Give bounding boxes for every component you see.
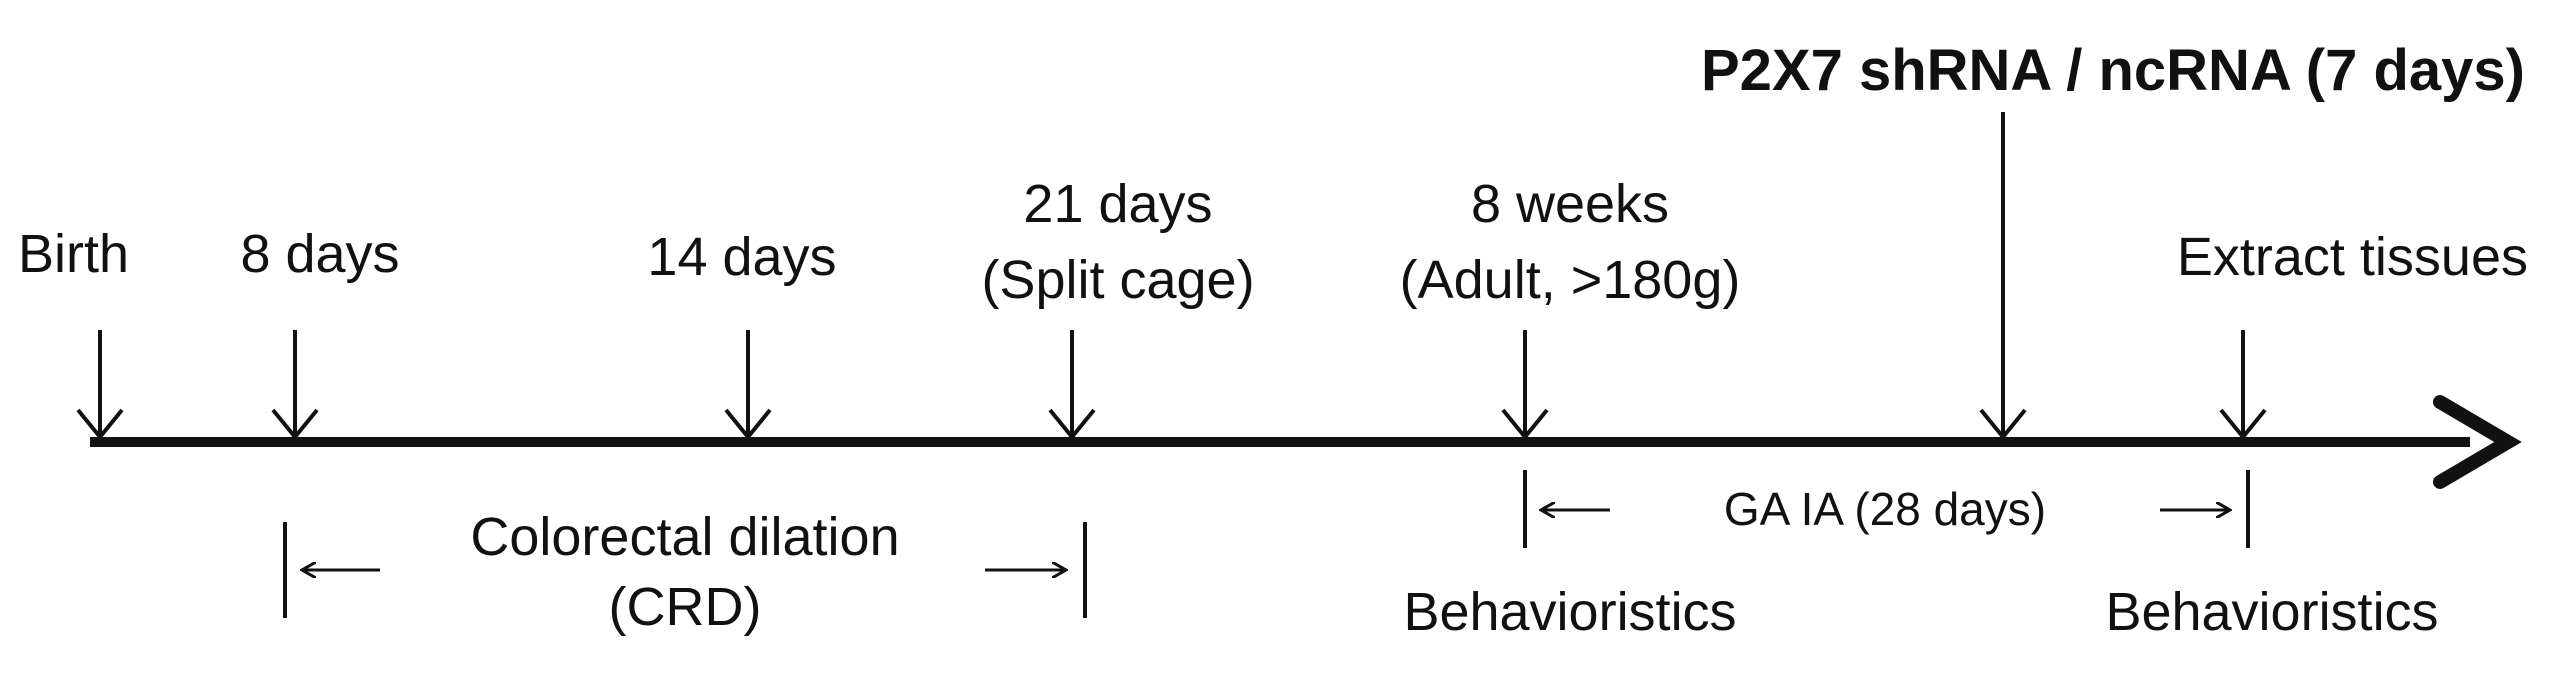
label-14-days: 14 days <box>647 227 836 287</box>
label-8-days: 8 days <box>240 224 399 284</box>
label-extract-tissues: Extract tissues <box>2177 227 2528 287</box>
timepoint-arrow-21-days <box>1048 330 1096 441</box>
crd-label-line1: Colorectal dilation <box>470 507 899 567</box>
behavioristics-label-second: Behavioristics <box>2105 582 2438 642</box>
timepoint-arrow-extract-tissues <box>2219 330 2267 441</box>
label-split-cage: (Split cage) <box>981 250 1254 310</box>
ga-ia-label: GA IA (28 days) <box>1724 483 2046 535</box>
behavioristics-label-first: Behavioristics <box>1403 582 1736 642</box>
treatment-label: P2X7 shRNA / ncRNA (7 days) <box>1701 38 2525 103</box>
label-8-weeks: 8 weeks <box>1471 174 1669 234</box>
timepoint-arrow-14-days <box>724 330 772 441</box>
timepoint-arrow-8-weeks <box>1501 330 1549 441</box>
crd-label-line2: (CRD) <box>609 577 762 637</box>
timeline-arrowhead <box>2433 395 2522 489</box>
treatment-arrow <box>1979 112 2027 441</box>
ga-ia-range <box>1523 470 2250 548</box>
label-birth: Birth <box>18 224 129 284</box>
label-21-days: 21 days <box>1023 174 1212 234</box>
label-adult: (Adult, >180g) <box>1400 250 1741 310</box>
timepoint-arrow-birth <box>76 330 124 441</box>
timepoint-arrow-8-days <box>271 330 319 441</box>
crd-range <box>283 522 1087 618</box>
